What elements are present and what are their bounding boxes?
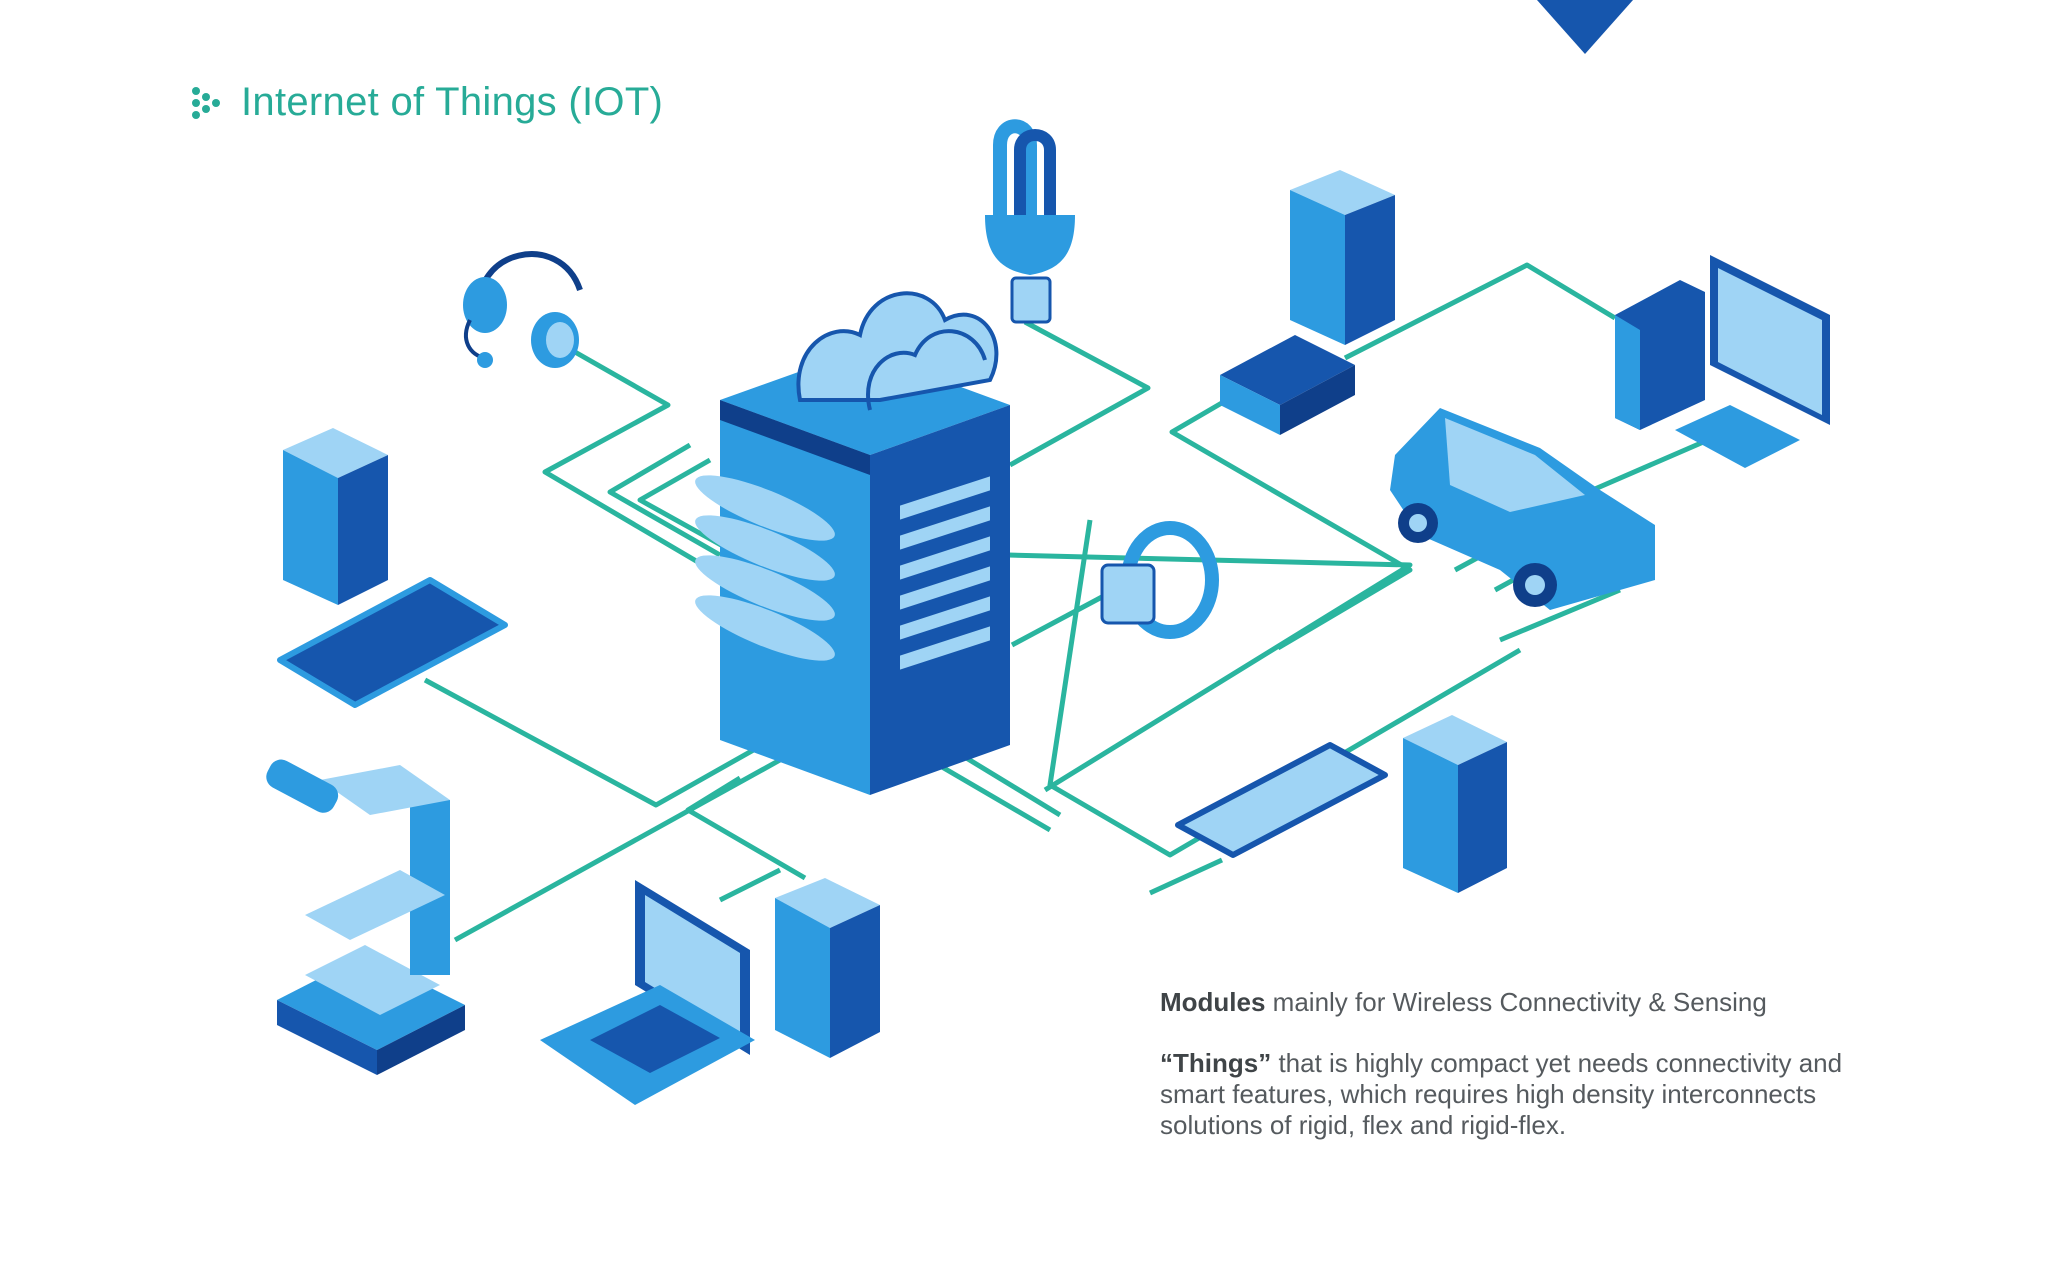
desktop-computer-icon xyxy=(1615,255,1830,468)
title-text: Internet of Things (IOT) xyxy=(241,80,664,124)
lightbulb-icon xyxy=(985,119,1075,324)
cloud-icon xyxy=(796,291,999,411)
connection-lines xyxy=(423,262,1709,943)
things-rest: that is highly compact yet needs connect… xyxy=(1160,1048,1843,1140)
things-paragraph: “Things” that is highly compact yet need… xyxy=(1160,1048,1880,1141)
smartwatch-icon xyxy=(1100,521,1219,639)
tablet-icon xyxy=(277,577,508,708)
building-icon xyxy=(775,878,880,1058)
dots-cluster-icon xyxy=(192,86,220,119)
server-cloud-icon xyxy=(695,291,1010,795)
building-icon xyxy=(283,428,388,605)
description-block: Modules mainly for Wireless Connectivity… xyxy=(1160,987,1880,1171)
modules-paragraph: Modules mainly for Wireless Connectivity… xyxy=(1160,987,1880,1018)
page-title: Internet of Things (IOT) xyxy=(191,80,663,125)
smartphone-icon xyxy=(1175,742,1388,858)
building-icon xyxy=(1403,715,1507,893)
building-icon xyxy=(1290,170,1395,345)
laptop-icon xyxy=(540,880,755,1105)
microscope-icon xyxy=(266,759,465,1075)
router-icon xyxy=(1220,335,1355,435)
car-icon xyxy=(1390,408,1655,610)
modules-bold: Modules xyxy=(1160,987,1266,1017)
things-bold: “Things” xyxy=(1160,1048,1272,1078)
corner-triangle-decoration xyxy=(1537,0,1633,54)
headset-icon xyxy=(463,251,583,368)
modules-rest: mainly for Wireless Connectivity & Sensi… xyxy=(1265,987,1767,1017)
